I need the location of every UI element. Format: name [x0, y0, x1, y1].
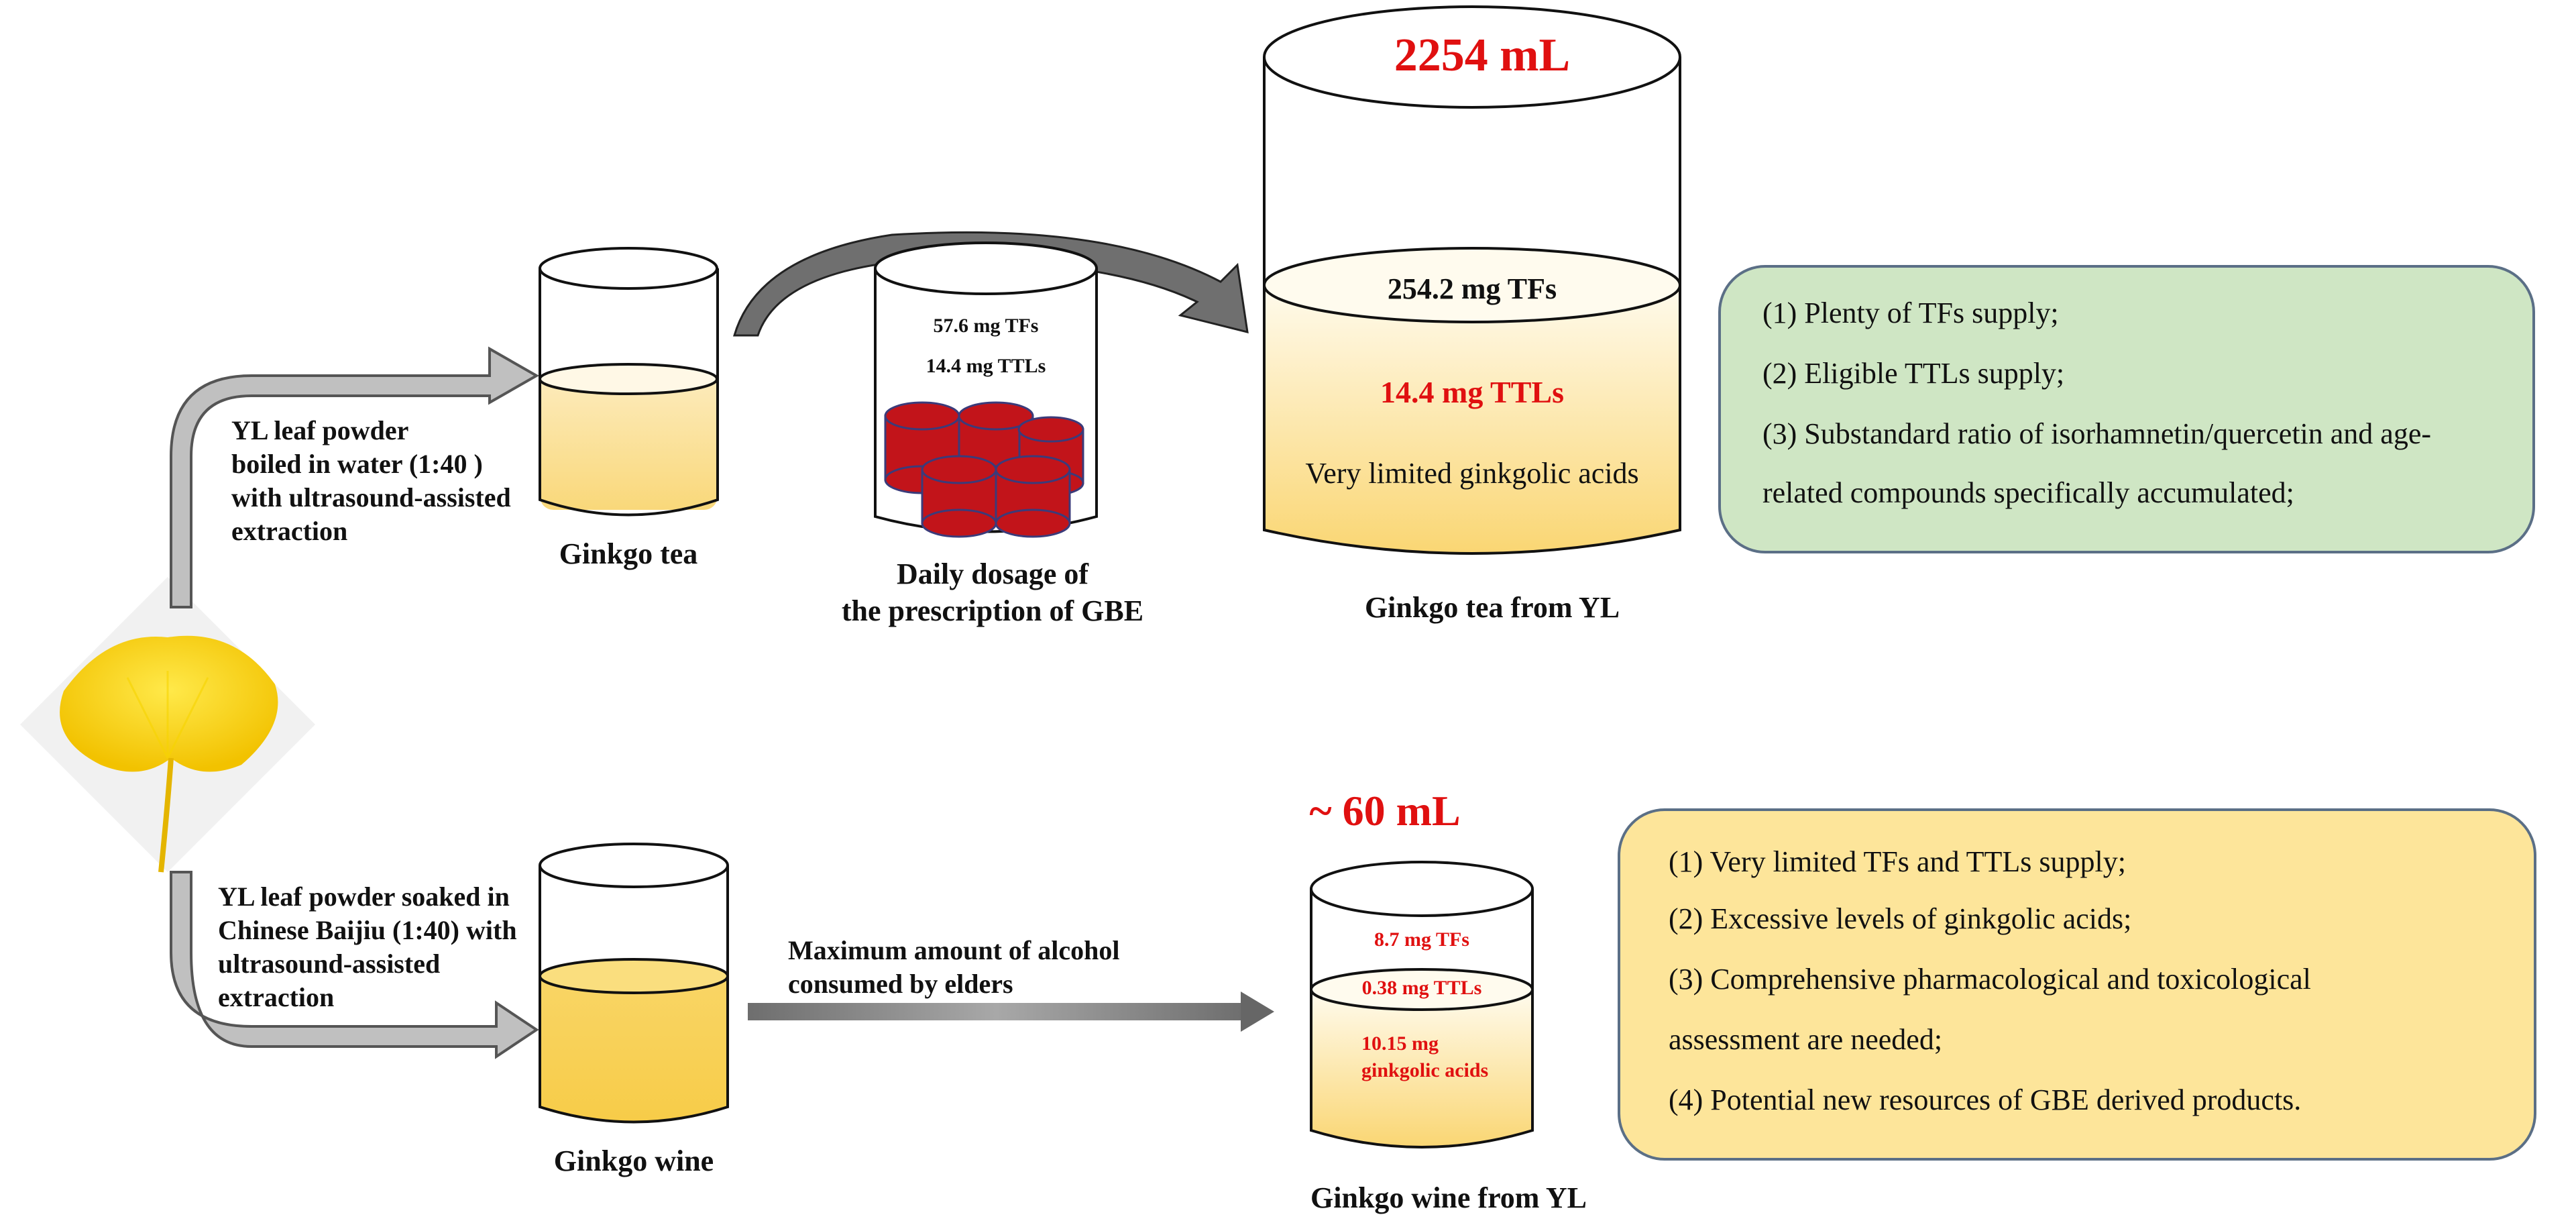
top-box-item-2: (2) Eligible TTLs supply;	[1762, 357, 2065, 390]
ginkgo-tea-caption: Ginkgo tea	[559, 537, 698, 570]
small-cylinder-acids-line-2: ginkgolic acids	[1361, 1059, 1488, 1081]
big-cylinder-acids: Very limited ginkgolic acids	[1305, 457, 1638, 490]
bottom-method-line-1: YL leaf powder soaked in	[218, 881, 510, 912]
small-cylinder-caption: Ginkgo wine from YL	[1310, 1181, 1587, 1214]
bottom-box-item-1: (1) Very limited TFs and TTLs supply;	[1669, 845, 2126, 878]
top-method-line-3: with ultrasound-assisted	[231, 482, 511, 513]
ginkgo-wine-caption: Ginkgo wine	[554, 1144, 714, 1177]
curved-arrow-up-icon	[170, 346, 540, 608]
top-box-item-4: related compounds specifically accumulat…	[1762, 476, 2294, 509]
bottom-method-line-4: extraction	[218, 982, 334, 1012]
big-cylinder-caption: Ginkgo tea from YL	[1365, 591, 1620, 624]
top-box-item-1: (1) Plenty of TFs supply;	[1762, 297, 2059, 329]
top-box-item-3: (3) Substandard ratio of isorhamnetin/qu…	[1762, 417, 2432, 450]
bottom-method-line-3: ultrasound-assisted	[218, 949, 440, 979]
bottom-box-item-5: (4) Potential new resources of GBE deriv…	[1669, 1083, 2302, 1116]
arrow-label-line-2: consumed by elders	[788, 969, 1013, 999]
big-cylinder-ttls: 14.4 mg TTLs	[1380, 375, 1564, 409]
capsule-icon	[921, 455, 997, 538]
gbe-caption-line-2: the prescription of GBE	[842, 594, 1143, 627]
ginkgo-leaf-image	[20, 577, 315, 873]
top-method-line-1: YL leaf powder	[231, 415, 408, 445]
gbe-tfs: 57.6 mg TFs	[934, 315, 1039, 337]
big-cylinder-tfs: 254.2 mg TFs	[1388, 272, 1557, 305]
big-cylinder-volume: 2254 mL	[1394, 30, 1571, 81]
small-cylinder-ttls: 0.38 mg TTLs	[1362, 977, 1482, 999]
bottom-box-item-2: (2) Excessive levels of ginkgolic acids;	[1669, 902, 2132, 935]
bottom-method-line-2: Chinese Baijiu (1:40) with	[218, 915, 517, 945]
top-summary-box: (1) Plenty of TFs supply; (2) Eligible T…	[1718, 265, 2535, 553]
arrow-label-line-1: Maximum amount of alcohol	[788, 935, 1119, 965]
straight-arrow-icon	[748, 992, 1274, 1032]
arc-arrow-icon	[732, 231, 1249, 337]
gbe-ttls: 14.4 mg TTLs	[926, 355, 1046, 377]
top-method-line-2: boiled in water (1:40 )	[231, 449, 483, 479]
small-wine-cylinder	[1310, 861, 1534, 1148]
capsule-icon	[995, 455, 1071, 538]
small-cylinder-tfs: 8.7 mg TFs	[1374, 928, 1469, 951]
bottom-box-item-4: assessment are needed;	[1669, 1023, 1943, 1056]
small-cylinder-volume: ~ 60 mL	[1309, 787, 1460, 835]
ginkgo-tea-beaker	[539, 247, 719, 517]
bottom-summary-box: (1) Very limited TFs and TTLs supply; (2…	[1618, 808, 2536, 1161]
bottom-box-item-3: (3) Comprehensive pharmacological and to…	[1669, 963, 2311, 996]
ginkgo-wine-beaker	[539, 843, 729, 1124]
capsule-icons	[884, 401, 1084, 538]
curved-arrow-down-icon	[170, 871, 539, 1059]
top-method-line-4: extraction	[231, 516, 347, 546]
small-cylinder-acids-line-1: 10.15 mg	[1361, 1032, 1439, 1055]
gbe-caption-line-1: Daily dosage of	[897, 557, 1089, 590]
big-tea-cylinder	[1263, 5, 1681, 555]
